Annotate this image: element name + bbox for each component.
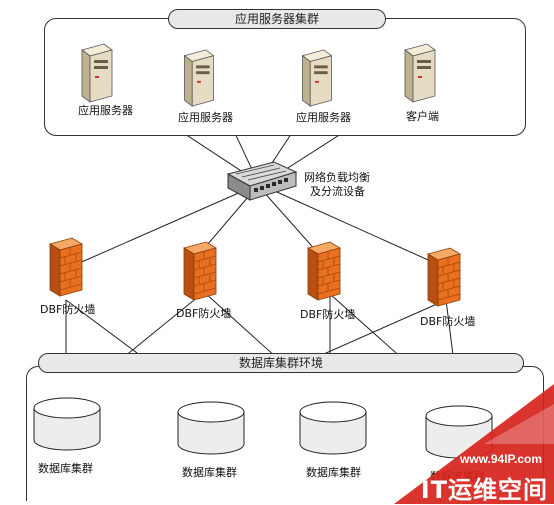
firewall-icon — [48, 237, 84, 297]
firewall-icon — [426, 247, 462, 307]
watermark-url: www.94IP.com — [459, 452, 542, 466]
switch-icon — [226, 161, 298, 201]
firewall-icon — [182, 241, 218, 301]
app-cluster-box — [44, 18, 526, 136]
database-label: 数据库集群 — [182, 466, 237, 479]
watermark: www.94IP.com IT运维空间 — [364, 384, 554, 504]
client-label: 客户端 — [406, 110, 439, 123]
firewall-label: DBF防火墙 — [300, 308, 356, 321]
switch-label-line1: 网络负载均衡 — [304, 171, 370, 184]
database-icon — [33, 397, 101, 451]
watermark-shape — [394, 384, 554, 504]
server-label: 应用服务器 — [78, 104, 133, 117]
server-icon — [404, 43, 436, 103]
server-label: 应用服务器 — [178, 111, 233, 124]
firewall-label: DBF防火墙 — [176, 307, 232, 320]
database-label: 数据库集群 — [38, 462, 93, 475]
database-icon — [177, 401, 245, 455]
watermark-brand: IT运维空间 — [420, 476, 548, 504]
server-icon — [81, 43, 113, 103]
app-cluster-title: 应用服务器集群 — [168, 9, 386, 29]
switch-label-line2: 及分流设备 — [310, 185, 365, 198]
database-icon — [299, 401, 367, 455]
server-icon — [183, 49, 215, 107]
link-switch-fw1 — [67, 187, 251, 269]
link-switch-fw4 — [267, 187, 447, 269]
server-icon — [301, 49, 333, 107]
database-label: 数据库集群 — [306, 466, 361, 479]
firewall-icon — [306, 241, 342, 301]
server-label: 应用服务器 — [296, 111, 351, 124]
firewall-label: DBF防火墙 — [420, 315, 476, 328]
db-cluster-title: 数据库集群环境 — [38, 353, 524, 373]
firewall-label: DBF防火墙 — [40, 303, 96, 316]
